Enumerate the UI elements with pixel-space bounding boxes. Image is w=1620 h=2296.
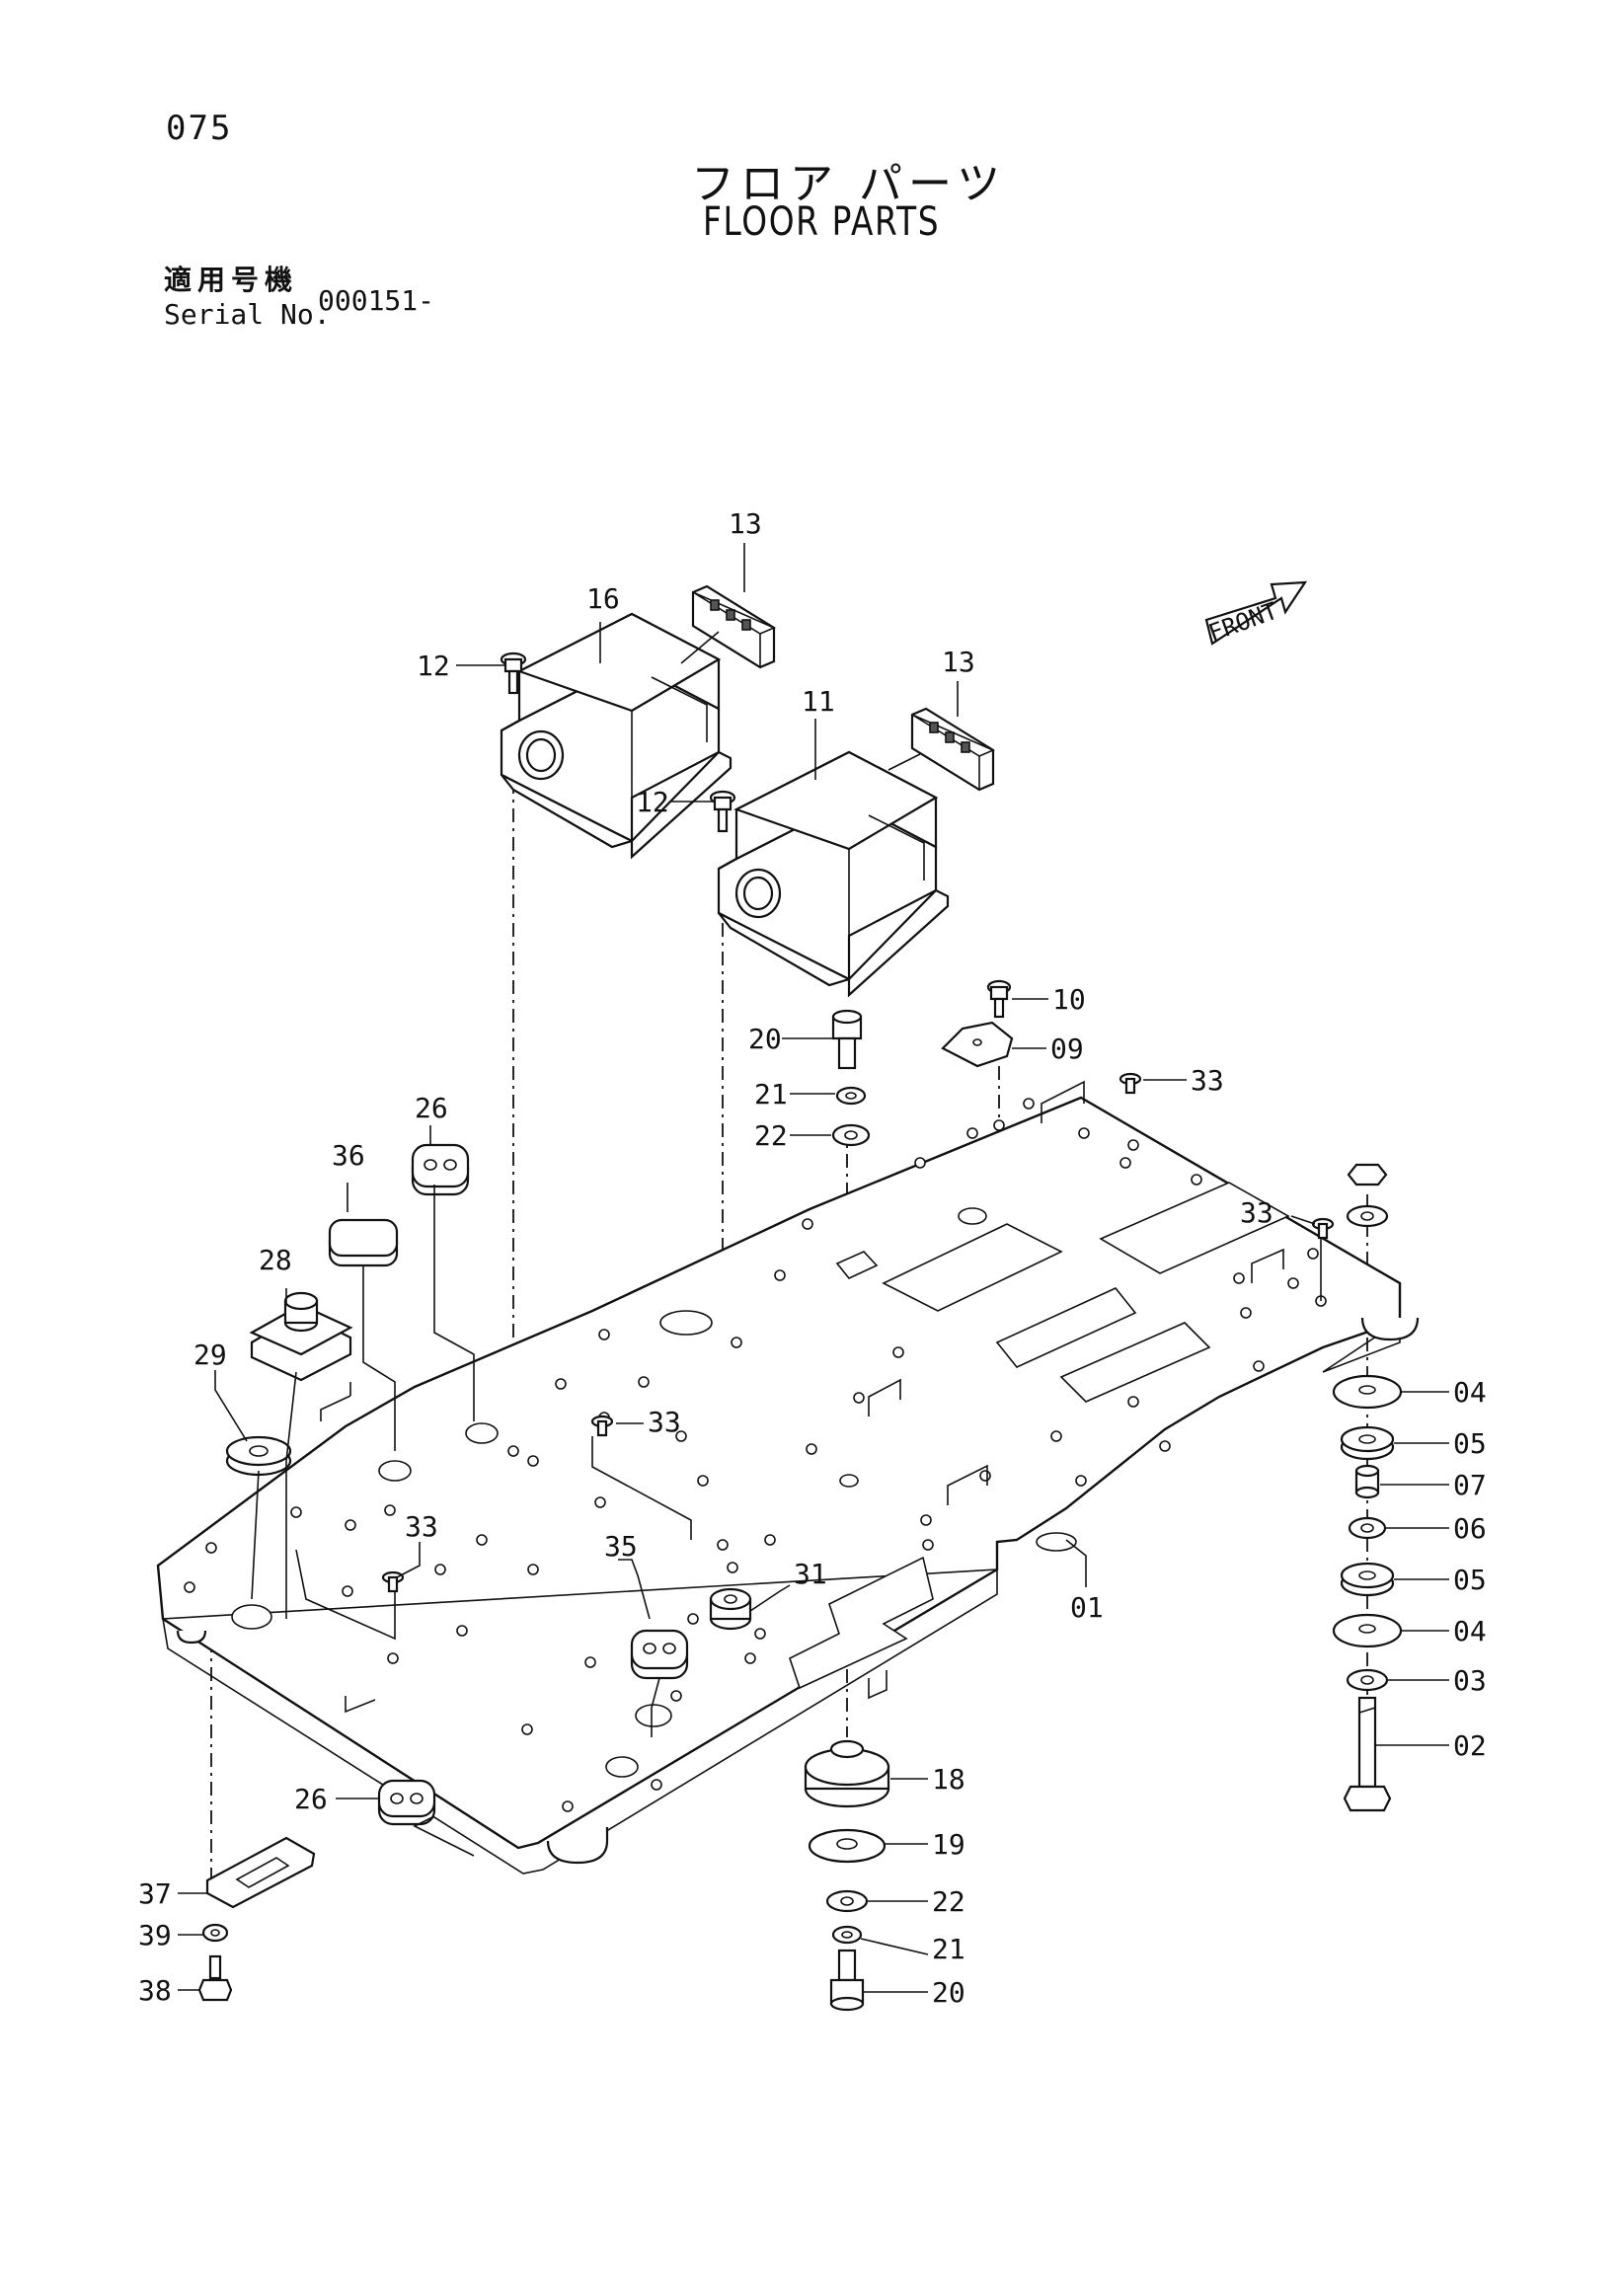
part-26-grommet-upper — [411, 1143, 470, 1196]
part-28-mount-pad — [249, 1291, 353, 1382]
callout-22: 22 — [932, 1885, 965, 1918]
serial-label-japanese: 適用号機 — [164, 264, 299, 296]
title-japanese: フロア パーツ — [691, 159, 1007, 209]
part-37-bracket — [205, 1836, 316, 1909]
right-stack-top-nut — [1346, 1163, 1389, 1228]
part-02-hex-bolt — [1343, 1696, 1392, 1812]
callout-33: 33 — [648, 1406, 681, 1438]
part-03-flat-washer — [1346, 1668, 1389, 1692]
part-11-housing — [717, 750, 950, 998]
part-33-screw-c — [590, 1415, 614, 1437]
callout-21: 21 — [932, 1933, 965, 1965]
callout-18: 18 — [932, 1763, 965, 1796]
page-number: 075 — [166, 109, 233, 148]
part-07-collar — [1354, 1464, 1380, 1499]
part-21-lock-washer-lower — [831, 1925, 863, 1945]
callout-33: 33 — [1240, 1196, 1273, 1229]
callout-21: 21 — [754, 1078, 788, 1110]
front-direction-arrow: FRONT — [1204, 580, 1308, 648]
part-18-rubber-mount — [804, 1739, 890, 1808]
callout-19: 19 — [932, 1828, 965, 1861]
part-33-screw-a — [1119, 1072, 1142, 1095]
callout-31: 31 — [794, 1558, 827, 1590]
serial-label-english: Serial No. — [164, 298, 331, 331]
part-19-cup-washer — [808, 1828, 887, 1864]
part-10-screw — [986, 979, 1012, 1019]
callout-03: 03 — [1453, 1664, 1487, 1697]
callout-04: 04 — [1453, 1376, 1487, 1409]
part-33-screw-b — [1311, 1217, 1335, 1240]
callout-22: 22 — [754, 1119, 788, 1152]
part-26-grommet-lower — [377, 1779, 436, 1826]
callout-11: 11 — [802, 685, 835, 718]
part-05-rubber-mount-upper — [1340, 1425, 1395, 1461]
callout-09: 09 — [1050, 1033, 1084, 1065]
part-13-connector-lower — [910, 707, 996, 792]
callout-29: 29 — [193, 1339, 227, 1371]
part-39-washer — [201, 1923, 229, 1943]
part-31-bushing — [709, 1587, 752, 1631]
part-20-bolt-upper — [831, 1009, 863, 1070]
callout-12: 12 — [417, 650, 450, 682]
callout-07: 07 — [1453, 1469, 1487, 1501]
part-09-cover-plate — [941, 1021, 1014, 1068]
part-22-washer-lower — [825, 1889, 869, 1913]
part-29-rubber-washer — [225, 1435, 292, 1477]
front-label: FRONT — [1204, 597, 1280, 648]
part-06-washer — [1348, 1516, 1387, 1540]
part-04-cup-washer-upper — [1332, 1374, 1403, 1410]
callout-37: 37 — [138, 1877, 172, 1910]
callout-13: 13 — [942, 646, 975, 678]
part-36-pad — [328, 1218, 399, 1267]
callout-39: 39 — [138, 1919, 172, 1952]
part-33-screw-d — [381, 1570, 405, 1593]
part-12-screw-upper — [500, 651, 527, 695]
callout-35: 35 — [604, 1530, 638, 1563]
title-english: FLOOR PARTS — [703, 199, 941, 245]
callout-12: 12 — [636, 786, 669, 818]
callout-26: 26 — [415, 1092, 448, 1124]
callout-36: 36 — [332, 1139, 365, 1172]
callout-05: 05 — [1453, 1427, 1487, 1460]
callout-10: 10 — [1052, 983, 1086, 1016]
part-20-bolt-lower — [829, 1949, 865, 2012]
callout-06: 06 — [1453, 1512, 1487, 1545]
callout-04: 04 — [1453, 1615, 1487, 1647]
callout-33: 33 — [1191, 1064, 1224, 1097]
callout-13: 13 — [729, 507, 762, 540]
callout-28: 28 — [259, 1244, 292, 1276]
callout-20: 20 — [748, 1023, 782, 1055]
callout-labels: 12 16 13 13 11 12 10 09 33 33 20 21 22 0… — [138, 507, 1487, 2009]
part-12-screw-lower — [709, 790, 736, 833]
part-35-grommet — [630, 1629, 689, 1680]
callout-05: 05 — [1453, 1564, 1487, 1596]
callout-01: 01 — [1070, 1591, 1104, 1624]
part-38-bolt — [197, 1954, 233, 2002]
part-22-washer-upper — [831, 1123, 871, 1147]
floor-plate — [156, 1080, 1420, 1875]
part-13-connector-upper — [691, 584, 777, 669]
callout-26: 26 — [294, 1783, 328, 1815]
part-21-lock-washer-upper — [835, 1086, 867, 1106]
serial-number-value: 000151- — [318, 284, 435, 317]
callout-16: 16 — [586, 582, 620, 615]
part-16-housing — [500, 612, 733, 860]
callout-33: 33 — [405, 1510, 438, 1543]
part-05-rubber-mount-lower — [1340, 1562, 1395, 1597]
callout-38: 38 — [138, 1974, 172, 2007]
callout-20: 20 — [932, 1976, 965, 2009]
callout-leader-lines — [178, 543, 1449, 1993]
part-04-cup-washer-lower — [1332, 1613, 1403, 1648]
callout-02: 02 — [1453, 1729, 1487, 1762]
